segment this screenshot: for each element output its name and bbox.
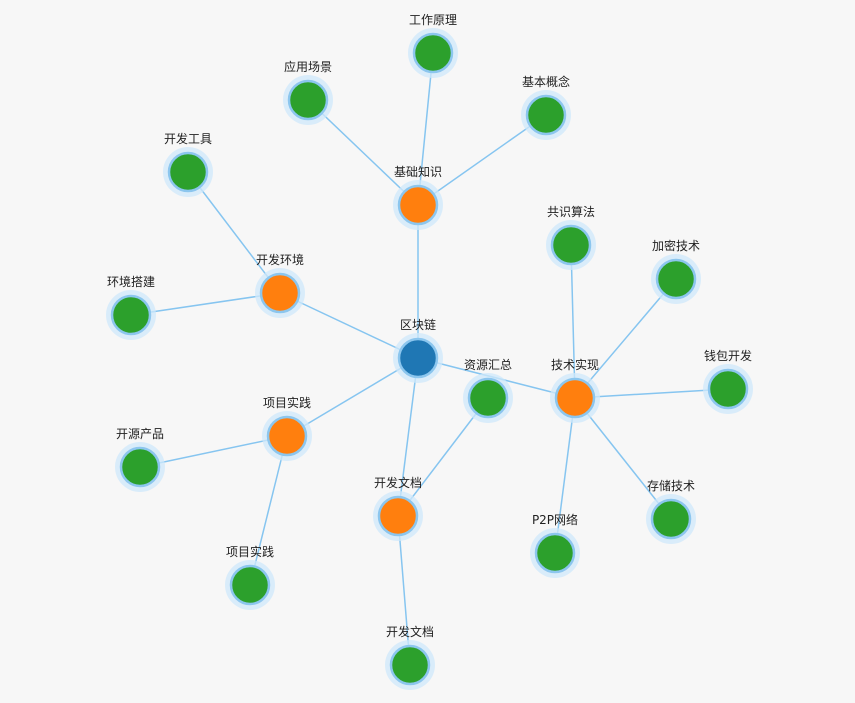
graph-node-docs[interactable]: 开发文档 xyxy=(373,475,423,541)
node-circle-leaf[interactable] xyxy=(110,294,152,336)
edge-basics-principle xyxy=(417,52,434,206)
graph-node-basics[interactable]: 基础知识 xyxy=(393,165,443,230)
node-label: 钱包开发 xyxy=(704,348,752,363)
edge-root-docs xyxy=(397,357,419,517)
edge-root-env xyxy=(279,292,419,359)
node-circle-leaf[interactable] xyxy=(534,532,576,574)
graph-node-docs-leaf[interactable]: 开发文档 xyxy=(385,624,435,690)
node-label: 存储技术 xyxy=(647,478,695,493)
node-circle-category[interactable] xyxy=(266,415,308,457)
node-circle-category[interactable] xyxy=(259,272,301,314)
graph-node-env[interactable]: 开发环境 xyxy=(255,252,305,318)
node-label: 开发文档 xyxy=(374,475,422,490)
node-label: 工作原理 xyxy=(409,13,457,27)
graph-node-principle[interactable]: 工作原理 xyxy=(408,13,458,78)
graph-node-scenarios[interactable]: 应用场景 xyxy=(283,59,333,125)
graph-node-setup[interactable]: 环境搭建 xyxy=(106,274,156,340)
node-label: 资源汇总 xyxy=(464,358,512,372)
node-circle-leaf[interactable] xyxy=(287,79,329,121)
node-circle-root[interactable] xyxy=(397,337,439,379)
node-label: 环境搭建 xyxy=(107,274,155,289)
node-circle-leaf[interactable] xyxy=(412,32,454,74)
node-circle-leaf[interactable] xyxy=(389,644,431,686)
edge-impl-storage xyxy=(574,397,672,520)
edge-root-projects xyxy=(286,357,419,437)
edge-basics-scenarios xyxy=(307,99,419,206)
edge-projects-projects-leaf xyxy=(249,435,288,586)
node-label: P2P网络 xyxy=(532,512,578,527)
edge-layer xyxy=(130,52,729,666)
node-circle-leaf[interactable] xyxy=(655,258,697,300)
node-label: 基础知识 xyxy=(394,165,442,179)
node-circle-leaf[interactable] xyxy=(229,564,271,606)
graph-node-projects-leaf[interactable]: 项目实践 xyxy=(225,544,275,610)
node-label: 加密技术 xyxy=(652,238,700,253)
graph-node-crypto[interactable]: 加密技术 xyxy=(651,238,701,304)
graph-node-consensus[interactable]: 共识算法 xyxy=(546,204,596,270)
graph-node-root[interactable]: 区块链 xyxy=(393,317,443,383)
edge-basics-concepts xyxy=(417,114,547,206)
node-circle-leaf[interactable] xyxy=(525,94,567,136)
node-circle-category[interactable] xyxy=(554,377,596,419)
edge-impl-wallet xyxy=(574,388,729,399)
node-label: 共识算法 xyxy=(547,204,595,219)
graph-node-p2p[interactable]: P2P网络 xyxy=(530,512,580,578)
edge-impl-crypto xyxy=(574,278,677,399)
graph-node-concepts[interactable]: 基本概念 xyxy=(521,74,571,140)
node-label: 开源产品 xyxy=(116,427,164,441)
node-circle-leaf[interactable] xyxy=(550,224,592,266)
graph-node-tools[interactable]: 开发工具 xyxy=(163,131,213,197)
edge-env-tools xyxy=(187,171,281,294)
node-label: 项目实践 xyxy=(263,395,311,410)
graph-node-resources[interactable]: 资源汇总 xyxy=(463,358,513,423)
node-label: 技术实现 xyxy=(551,357,599,372)
node-circle-leaf[interactable] xyxy=(167,151,209,193)
graph-node-impl[interactable]: 技术实现 xyxy=(550,357,600,423)
node-circle-leaf[interactable] xyxy=(650,498,692,540)
node-label: 项目实践 xyxy=(226,544,274,559)
node-circle-leaf[interactable] xyxy=(119,446,161,488)
edge-impl-consensus xyxy=(570,244,576,399)
node-label: 开发工具 xyxy=(164,131,212,146)
graph-node-oss[interactable]: 开源产品 xyxy=(115,427,165,492)
node-circle-category[interactable] xyxy=(377,495,419,537)
node-circle-leaf[interactable] xyxy=(467,377,509,419)
node-label: 基本概念 xyxy=(522,74,570,89)
node-label: 应用场景 xyxy=(284,59,332,74)
node-circle-category[interactable] xyxy=(397,184,439,226)
graph-node-wallet[interactable]: 钱包开发 xyxy=(703,348,753,414)
node-label: 区块链 xyxy=(400,317,436,332)
graph-node-projects[interactable]: 项目实践 xyxy=(262,395,312,461)
node-layer: 区块链基础知识开发环境技术实现项目实践开发文档工作原理应用场景基本概念开发工具环… xyxy=(106,13,753,690)
edge-impl-p2p xyxy=(554,397,576,554)
node-label: 开发文档 xyxy=(386,624,434,639)
node-label: 开发环境 xyxy=(256,252,304,267)
edge-projects-oss xyxy=(139,435,288,468)
graph-node-storage[interactable]: 存储技术 xyxy=(646,478,696,544)
node-circle-leaf[interactable] xyxy=(707,368,749,410)
edge-env-setup xyxy=(130,292,281,316)
